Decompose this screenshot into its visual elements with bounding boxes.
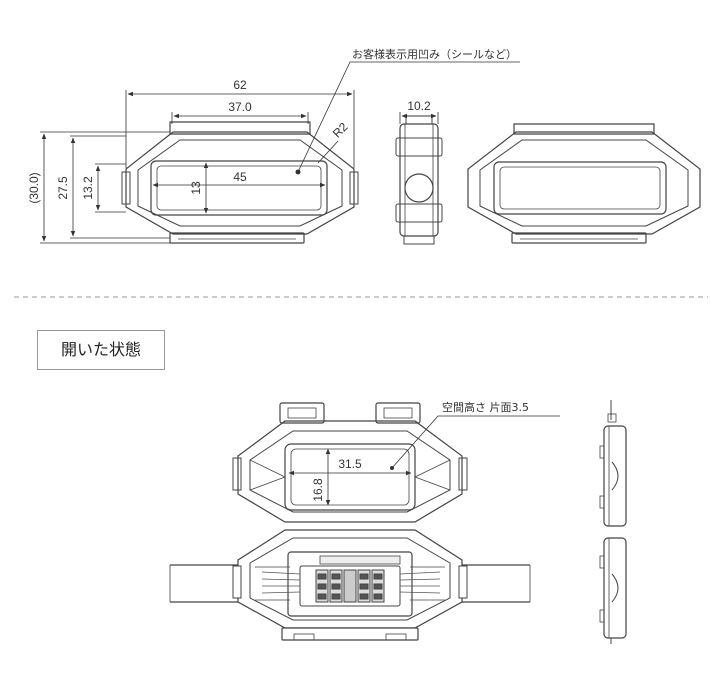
front-view-outline [125,131,355,235]
space-height-note: 空間高さ 片面3.5 [442,400,529,414]
dim-thickness: 10.2 [407,99,431,113]
front-view [121,121,359,244]
front-view-top-rail [169,121,311,135]
open-upper-half [232,402,468,523]
dim-45: 45 [233,170,247,184]
terminal-block [299,555,401,607]
dim-radius: R2 [330,120,351,141]
open-dimensions [288,415,560,506]
label-recess [150,160,328,216]
dim-27-5: 27.5 [56,176,70,200]
dim-30: (30.0) [27,172,41,203]
front-dimensions [40,61,520,244]
dim-13-2: 13.2 [81,176,95,200]
dim-recess-width: 31.5 [338,457,362,471]
dim-37: 37.0 [228,100,252,114]
open-state-title: 開いた状態 [60,340,141,359]
dim-62: 62 [233,78,247,92]
open-state-title-box: 開いた状態 [37,330,165,370]
open-side-view [599,400,627,644]
side-view [395,115,443,245]
customer-label-note: お客様表示用凹み（シールなど） [352,47,517,61]
wires [261,571,441,594]
dim-13: 13 [189,181,203,195]
back-view [467,123,701,244]
dim-recess-height: 16.8 [311,478,325,502]
